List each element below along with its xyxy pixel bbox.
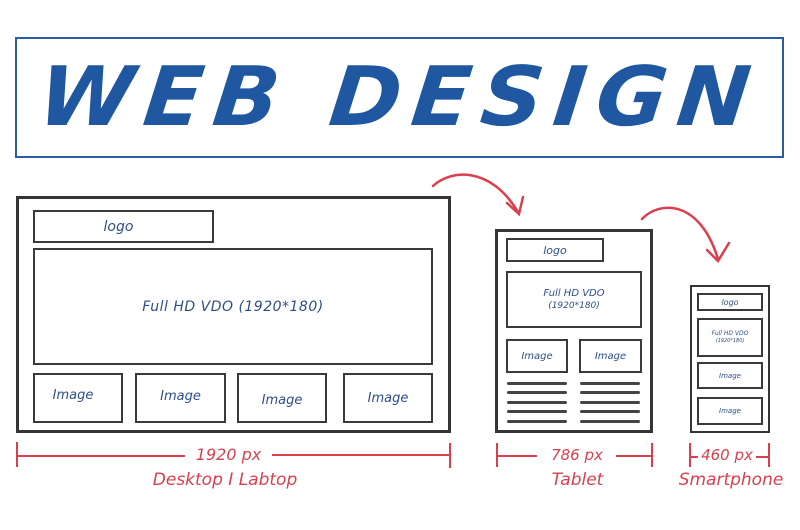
tablet-dim-line-right (616, 455, 652, 457)
smartphone-video-label-line2: (1920*180) (715, 338, 745, 344)
arrow-tablet-to-smartphone-icon (640, 206, 731, 264)
tablet-video-label-line2: (1920*180) (548, 301, 600, 311)
smartphone-image-label: Image (719, 407, 741, 415)
title-box: WEB DESIGN (15, 37, 784, 158)
desktop-video-box: Full HD VDO (1920*180) (33, 248, 433, 365)
tablet-width-label: 786 px (551, 446, 603, 464)
tablet-logo-label: logo (543, 243, 567, 257)
tablet-image-label: Image (521, 350, 553, 362)
desktop-video-label: Full HD VDO (1920*180) (142, 298, 324, 315)
tablet-dim-line-left (497, 455, 537, 457)
tablet-text-line (580, 382, 640, 385)
tablet-image-label: Image (594, 350, 627, 362)
desktop-image-box: Image (343, 373, 433, 423)
desktop-dim-tick-left (16, 442, 18, 467)
tablet-text-line (580, 391, 640, 394)
tablet-logo-box: logo (506, 238, 604, 262)
tablet-frame (495, 229, 653, 433)
desktop-image-label: Image (160, 388, 201, 404)
arrow-desktop-to-tablet-icon (431, 173, 525, 217)
smartphone-logo-box: logo (697, 293, 763, 311)
desktop-dim-line-right (272, 454, 450, 456)
tablet-video-box: Full HD VDO (1920*180) (506, 271, 642, 328)
smartphone-video-box: Full HD VDO (1920*180) (697, 318, 763, 357)
desktop-image-label: Image (367, 390, 409, 406)
smartphone-image-box: Image (697, 397, 763, 425)
tablet-text-line (580, 420, 640, 423)
desktop-image-box: Image (237, 373, 327, 423)
tablet-dim-tick-right (651, 443, 653, 467)
smartphone-image-label: Image (719, 371, 741, 380)
smartphone-dim-tick-left (689, 443, 691, 467)
desktop-logo-box: logo (33, 210, 214, 243)
tablet-text-line (507, 391, 567, 394)
smartphone-logo-label: logo (721, 297, 739, 307)
desktop-dim-line-left (17, 455, 185, 457)
tablet-text-line (507, 382, 567, 385)
smartphone-video-label-line1: Full HD VDO (711, 330, 749, 337)
tablet-image-box: Image (506, 339, 568, 373)
desktop-width-label: 1920 px (195, 445, 262, 464)
desktop-logo-label: logo (103, 218, 134, 235)
smartphone-device-label: Smartphone (678, 470, 784, 490)
desktop-image-label: Image (52, 387, 94, 403)
tablet-text-line (507, 410, 567, 413)
smartphone-dim-line-left (690, 456, 698, 458)
tablet-text-line (580, 401, 640, 404)
desktop-image-label: Image (261, 392, 303, 408)
desktop-device-label: Desktop I Labtop (152, 470, 298, 490)
smartphone-dim-line-right (756, 456, 768, 458)
tablet-device-label: Tablet (551, 470, 604, 490)
tablet-text-line (507, 420, 567, 423)
desktop-image-box: Image (135, 373, 226, 423)
desktop-image-box: Image (33, 373, 123, 423)
smartphone-image-box: Image (697, 362, 763, 389)
tablet-text-line (507, 401, 567, 404)
tablet-image-box: Image (579, 339, 642, 373)
desktop-dim-tick-right (449, 443, 451, 468)
tablet-video-label-line1: Full HD VDO (543, 288, 605, 299)
smartphone-width-label: 460 px (701, 446, 753, 464)
smartphone-dim-tick-right (768, 443, 770, 467)
tablet-text-line (580, 410, 640, 413)
